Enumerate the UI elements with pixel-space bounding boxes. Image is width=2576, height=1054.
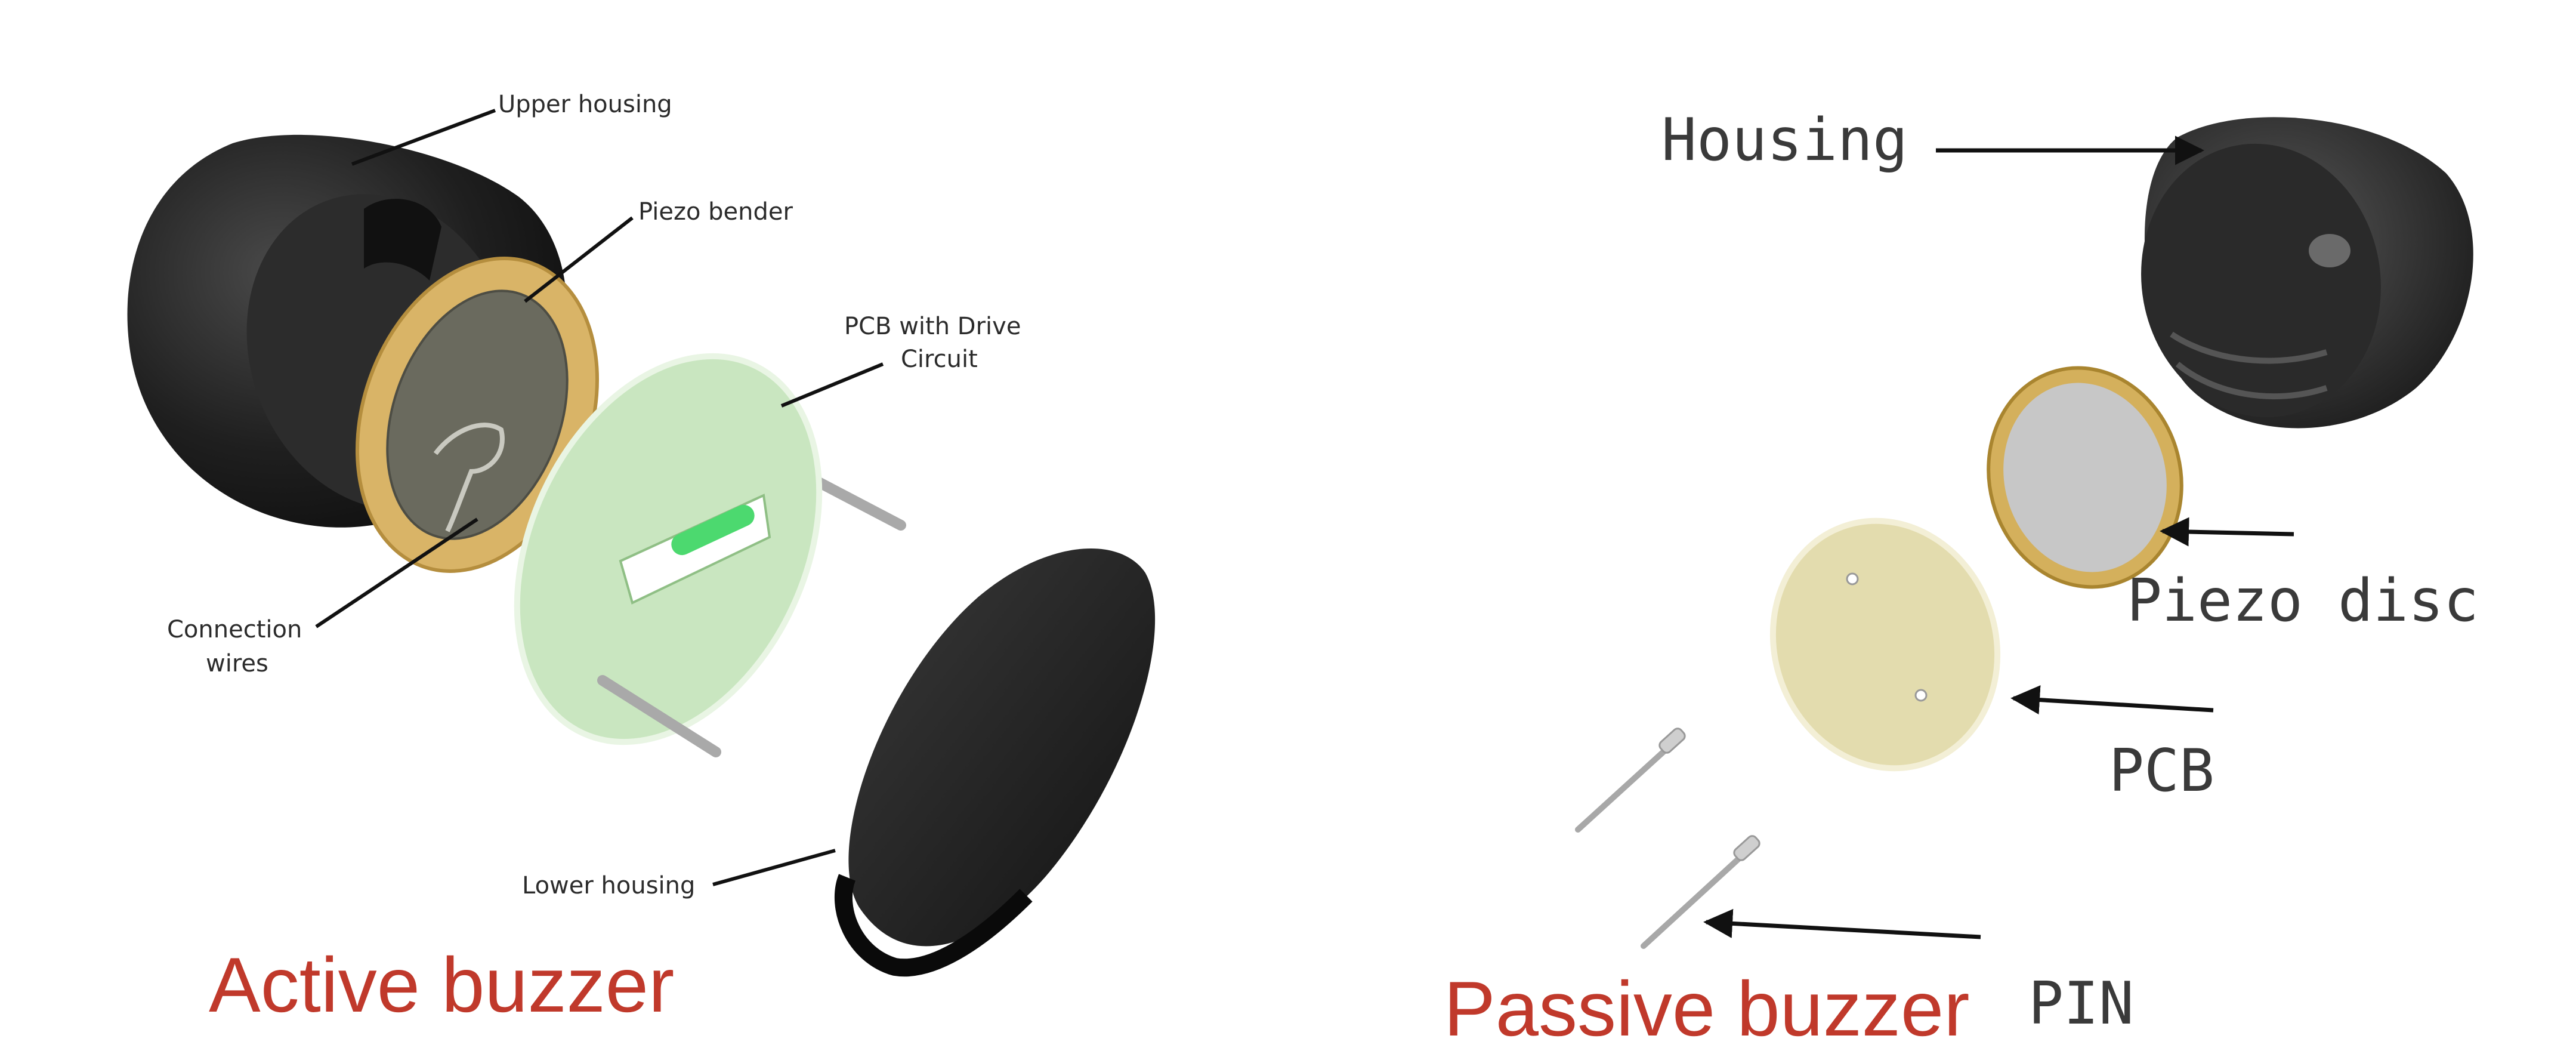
passive-buzzer-title: Passive buzzer bbox=[1444, 965, 1970, 1052]
pcb-label-line1: PCB with Drive bbox=[844, 313, 1021, 340]
piezo-bender bbox=[355, 257, 600, 573]
passive-arrows bbox=[1703, 135, 2294, 939]
active-leader-lines bbox=[315, 109, 884, 886]
lower-housing bbox=[834, 548, 1156, 977]
passive-buzzer-figure: Housing Piezo disc PCB PIN Passive buzze… bbox=[1444, 106, 2479, 1052]
pcb-label: PCB bbox=[2109, 737, 2214, 805]
pcb-label-line2: Circuit bbox=[901, 346, 978, 373]
passive-housing bbox=[2141, 117, 2473, 429]
connection-wires-label-line2: wires bbox=[206, 650, 268, 677]
piezo-disc-label: Piezo disc bbox=[2127, 567, 2479, 635]
housing-label: Housing bbox=[1661, 106, 1908, 174]
active-buzzer-title: Active buzzer bbox=[209, 941, 674, 1028]
passive-pcb bbox=[1769, 517, 2001, 772]
upper-housing-label: Upper housing bbox=[498, 91, 672, 118]
passive-piezo-disc bbox=[1987, 366, 2183, 589]
pcb-drive-circuit bbox=[514, 353, 906, 757]
passive-pins bbox=[1575, 728, 1760, 949]
active-buzzer-figure: Upper housing Piezo bender PCB with Driv… bbox=[127, 91, 1156, 1028]
pin-label: PIN bbox=[2028, 970, 2134, 1038]
lower-housing-label: Lower housing bbox=[522, 872, 695, 899]
piezo-bender-label: Piezo bender bbox=[638, 198, 793, 226]
connection-wires-label-line1: Connection bbox=[167, 616, 302, 643]
